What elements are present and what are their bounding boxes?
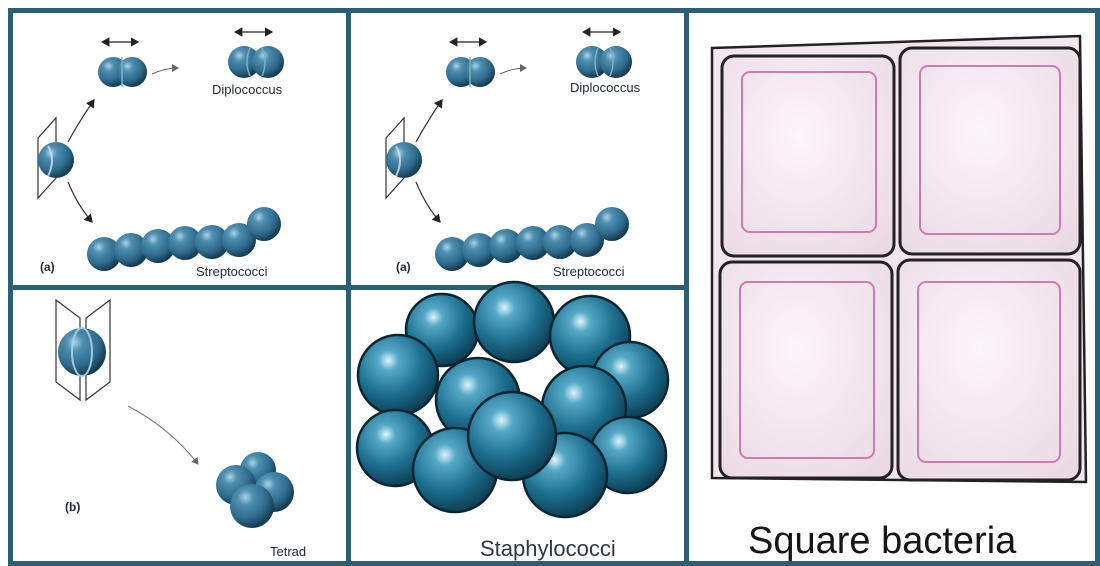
panel-left-bottom (8, 285, 352, 566)
label-square-bacteria: Square bacteria (748, 520, 1017, 562)
label-staphylococci: Staphylococci (480, 536, 616, 561)
label-diplococcus-left: Diplococcus (212, 82, 283, 97)
label-panel-a-mid: (a) (396, 260, 411, 274)
tetrad-division (55, 298, 294, 528)
label-diplococcus-mid: Diplococcus (570, 80, 641, 95)
label-tetrad: Tetrad (270, 544, 307, 559)
diplococcus-division-left (38, 32, 284, 271)
square-bacteria (710, 34, 1088, 484)
label-panel-a-left: (a) (40, 260, 55, 274)
diplococcus-division-mid (386, 32, 632, 271)
label-panel-b: (b) (65, 500, 81, 514)
staphylococci-cluster (355, 280, 670, 519)
label-streptococci-mid: Streptococci (553, 264, 625, 279)
label-streptococci-left: Streptococci (196, 264, 268, 279)
